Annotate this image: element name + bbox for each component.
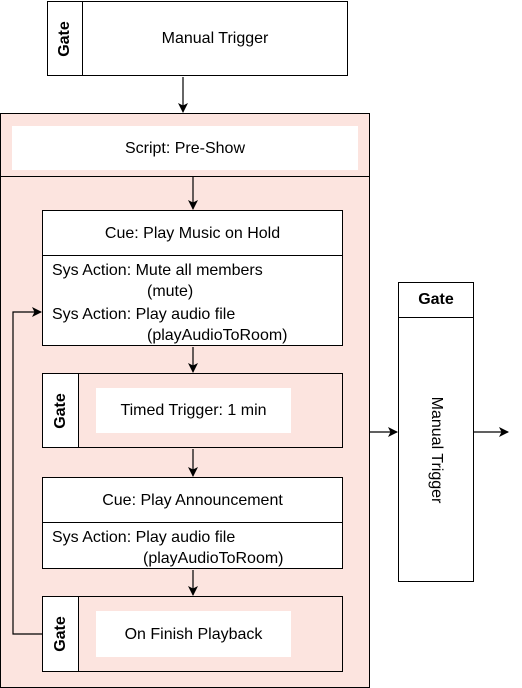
cue2-action1-line2: (playAudioToRoom) xyxy=(143,550,284,567)
script-title: Script: Pre-Show xyxy=(12,126,358,170)
right-gate-tag-cell: Gate xyxy=(399,283,473,318)
cue2-box: Cue: Play Announcement Sys Action: Play … xyxy=(42,477,343,569)
finish-gate-label: On Finish Playback xyxy=(96,611,291,657)
timed-gate-label: Timed Trigger: 1 min xyxy=(96,388,291,433)
cue1-action1-line2: (mute) xyxy=(147,283,194,300)
top-gate: Gate Manual Trigger xyxy=(47,1,348,76)
cue2-action1-line1: Sys Action: Play audio file xyxy=(52,529,236,546)
cue2-title: Cue: Play Announcement xyxy=(43,478,342,523)
top-gate-tag-cell: Gate xyxy=(48,2,83,75)
loop-back-arrow xyxy=(12,307,42,635)
cue1-action2-line1: Sys Action: Play audio file xyxy=(52,306,236,323)
top-gate-label: Manual Trigger xyxy=(161,30,269,47)
script-header-divider xyxy=(1,176,369,177)
cue1-action2-line2: (playAudioToRoom) xyxy=(147,327,288,344)
right-gate-tag: Gate xyxy=(418,291,454,308)
cue1-title: Cue: Play Music on Hold xyxy=(43,211,342,256)
cue1-action1-line1: Sys Action: Mute all members xyxy=(52,262,263,279)
finish-gate: Gate On Finish Playback xyxy=(42,596,343,672)
timed-gate-tag-cell: Gate xyxy=(43,374,79,447)
timed-gate: Gate Timed Trigger: 1 min xyxy=(42,373,343,448)
cue1-box: Cue: Play Music on Hold Sys Action: Mute… xyxy=(42,210,343,346)
right-gate: Gate Manual Trigger xyxy=(398,282,474,582)
finish-gate-tag-cell: Gate xyxy=(43,597,79,671)
